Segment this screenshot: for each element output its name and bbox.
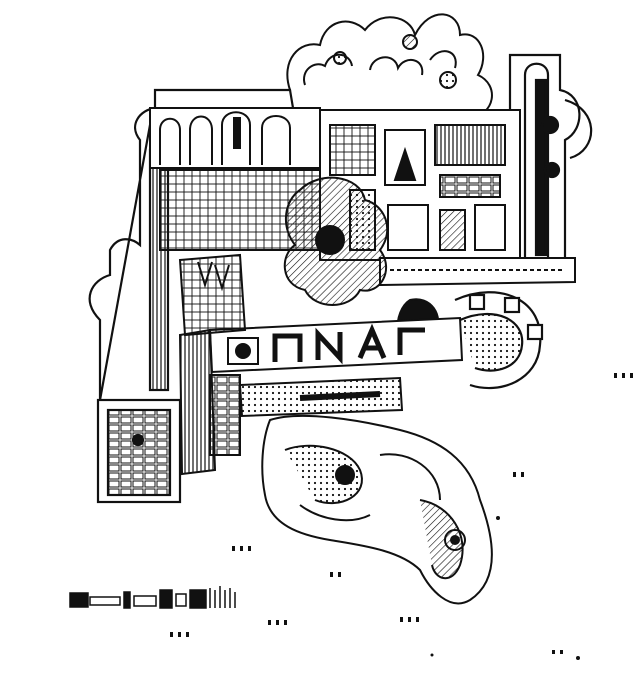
scale-bar: [69, 586, 236, 609]
foliage-top: [282, 13, 493, 122]
arched-arcade: [149, 107, 321, 251]
lower-left-buildings: [178, 253, 247, 476]
right-tower: [508, 53, 593, 265]
bridge-band: [379, 257, 576, 287]
scattered-marks: [170, 373, 633, 660]
banner-blocks: [208, 316, 464, 418]
cog-structure: [454, 291, 544, 390]
organic-tail: [261, 414, 493, 605]
